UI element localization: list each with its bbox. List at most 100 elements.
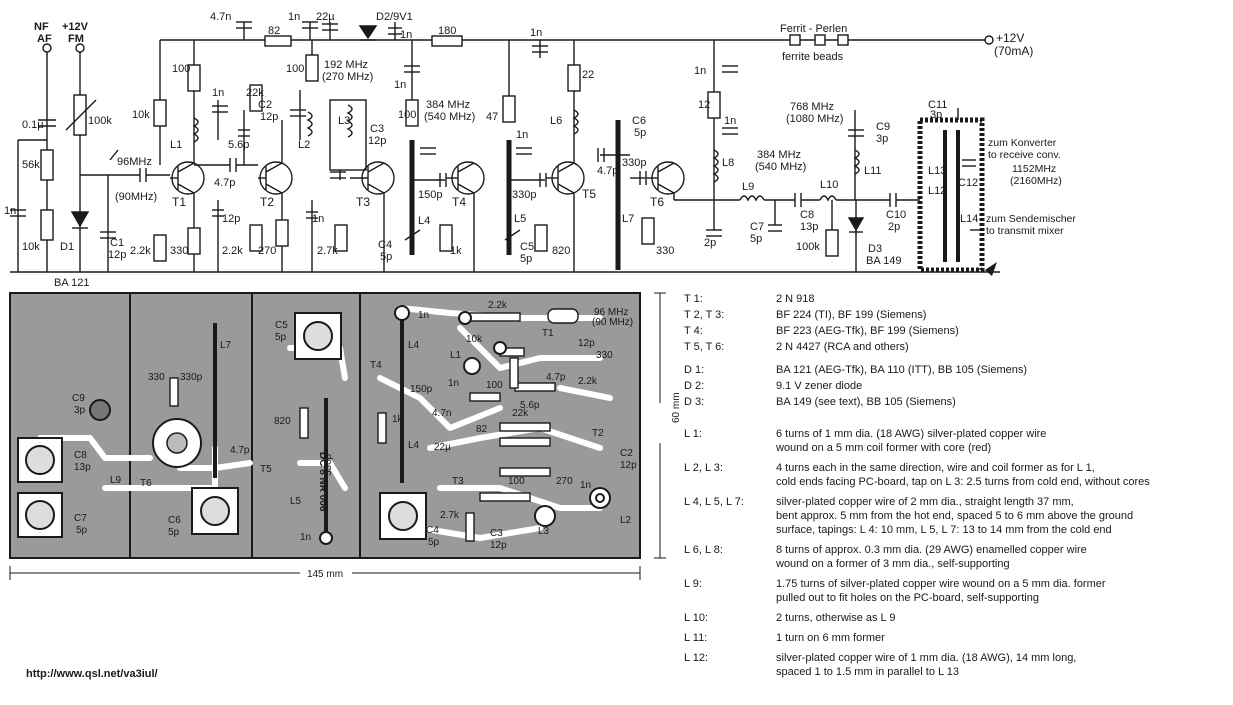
pcb-r820: 820 — [274, 416, 291, 427]
pcb-t1-ref: T1 — [542, 328, 554, 339]
coil-row: L 11:1 turn on 6 mm former — [684, 631, 1229, 645]
l3-ref: L3 — [338, 115, 350, 127]
pcb-l3-ref: L3 — [538, 526, 550, 537]
c3-value: 12p — [368, 135, 386, 147]
part-ref: L 12: — [684, 652, 709, 664]
d2-label: D2/9V1 — [376, 11, 413, 23]
pcb-t3-ref: T3 — [452, 476, 464, 487]
coil-row: L 1: 6 turns of 1 mm dia. (18 AWG) silver… — [684, 427, 1229, 455]
coil-row: L 2, L 3:4 turns each in the same direct… — [684, 461, 1229, 489]
part-ref: T 2, T 3: — [684, 309, 725, 321]
coil-row: L 9: 1.75 turns of silver-plated copper w… — [684, 577, 1229, 605]
c5-value: 5p — [520, 253, 532, 265]
freq-96-label: 96MHz — [117, 156, 152, 168]
pcb-c7-ref: C7 — [74, 513, 87, 524]
r-10k-in: 10k — [22, 241, 40, 253]
freq-540b-label: (540 MHz) — [755, 161, 806, 173]
pcb-c9-ref: C9 — [72, 393, 85, 404]
description-line: silver-plated copper wire of 2 mm dia., … — [776, 496, 1074, 508]
description-line: 8 turns of approx. 0.3 mm dia. (29 AWG) … — [776, 544, 1087, 556]
part-description: 2 N 918 — [776, 292, 1229, 306]
pcb-t4-ref: T4 — [370, 360, 382, 371]
r-100-b: 100 — [286, 63, 304, 75]
c-1n-d: 1n — [212, 87, 224, 99]
description-line: BF 223 (AEG-Tfk), BF 199 (Siemens) — [776, 325, 959, 337]
coil-row: L 12:silver-plated copper wire of 1 mm d… — [684, 651, 1229, 679]
l11-ref: L11 — [864, 165, 882, 177]
pcb-freq-90: (90 MHz) — [592, 317, 633, 328]
r-270: 270 — [258, 245, 276, 257]
d1-value: BA 121 — [54, 277, 89, 289]
pcb-c1n-c: 1n — [448, 378, 459, 389]
t4-ref: T4 — [452, 195, 466, 209]
part-description: BA 149 (see text), BB 105 (Siemens) — [776, 395, 1229, 409]
ferrite-en-label: ferrite beads — [782, 51, 844, 63]
freq-384-label: 384 MHz — [426, 99, 470, 111]
c-1n-in: 1n — [4, 205, 16, 217]
c6-ref: C6 — [632, 115, 646, 127]
l5-ref: L5 — [514, 213, 526, 225]
l14-ref: L14 — [960, 213, 978, 225]
c6-value: 5p — [634, 127, 646, 139]
l9-ref: L9 — [742, 181, 754, 193]
description-line: BA 149 (see text), BB 105 (Siemens) — [776, 396, 956, 408]
r-10k: 10k — [132, 109, 150, 121]
c-1n-c: 1n — [530, 27, 542, 39]
part-ref: L 9: — [684, 578, 702, 590]
r-56k: 56k — [22, 159, 40, 171]
pcb-l7-ref: L7 — [220, 340, 232, 351]
part-ref: D 2: — [684, 380, 705, 392]
pcb-board-id: DC 8 NR 006 — [317, 452, 328, 512]
tx-de-note: zum Sendemischer — [986, 213, 1076, 225]
fm-label: FM — [68, 33, 84, 45]
r-100-c: 100 — [398, 109, 416, 121]
c-4.7p: 4.7p — [214, 177, 235, 189]
c10-value: 2p — [888, 221, 900, 233]
part-ref: T 4: — [684, 325, 703, 337]
part-ref: L 4, L 5, L 7: — [684, 496, 744, 508]
pcb-c8-value: 13p — [74, 462, 91, 473]
pcb-c3-ref: C3 — [490, 528, 503, 539]
pcb-r100: 100 — [486, 380, 503, 391]
conv-de-note: zum Konverter — [988, 137, 1057, 149]
pcb-t5-ref: T5 — [260, 464, 272, 475]
part-ref: L 1: — [684, 428, 702, 440]
c-330p-a: 330p — [512, 189, 536, 201]
freq-1080-label: (1080 MHz) — [786, 113, 843, 125]
freq-270-label: (270 MHz) — [322, 71, 373, 83]
c-1n-b: 1n — [400, 29, 412, 41]
part-ref: D 3: — [684, 396, 705, 408]
pcb-c2-value: 12p — [620, 460, 637, 471]
r-22: 22 — [582, 69, 594, 81]
c-150p: 150p — [418, 189, 442, 201]
c-1n-a: 1n — [288, 11, 300, 23]
part-row: T 2, T 3: BF 224 (TI), BF 199 (Siemens) — [684, 308, 1229, 322]
conv-f2-note: (2160MHz) — [1010, 175, 1062, 187]
c7-value: 5p — [750, 233, 762, 245]
freq-540-label: (540 MHz) — [424, 111, 475, 123]
c7-ref: C7 — [750, 221, 764, 233]
c8-value: 13p — [800, 221, 818, 233]
c-330p-b: 330p — [622, 157, 646, 169]
l12-ref: L12 — [928, 185, 946, 197]
l10-ref: L10 — [820, 179, 838, 191]
description-line: 6 turns of 1 mm dia. (18 AWG) silver-pla… — [776, 428, 1047, 440]
pcb-c8-ref: C8 — [74, 450, 87, 461]
description-line: surface, tapings: L 4: 10 mm, L 5, L 7: … — [776, 524, 1112, 536]
c-1n-e: 1n — [312, 213, 324, 225]
description-line: bent approx. 5 mm from the hot end, spac… — [776, 510, 1134, 522]
pcb-c3-value: 12p — [490, 540, 507, 551]
pcb-c6-ref: C6 — [168, 515, 181, 526]
c-0.1u: 0.1µ — [22, 119, 44, 131]
part-description: BF 224 (TI), BF 199 (Siemens) — [776, 308, 1229, 322]
nf-label: NF — [34, 21, 49, 33]
pcb-r2.7k: 2.7k — [440, 510, 460, 521]
c-2p: 2p — [704, 237, 716, 249]
freq-90-label: (90MHz) — [115, 191, 157, 203]
pcb-c5.6p: 5.6p — [520, 400, 540, 411]
part-ref: T 5, T 6: — [684, 341, 725, 353]
d3-value: BA 149 — [866, 255, 901, 267]
part-description: 1.75 turns of silver-plated copper wire … — [776, 577, 1229, 605]
pcb-c4.7p: 4.7p — [230, 445, 250, 456]
